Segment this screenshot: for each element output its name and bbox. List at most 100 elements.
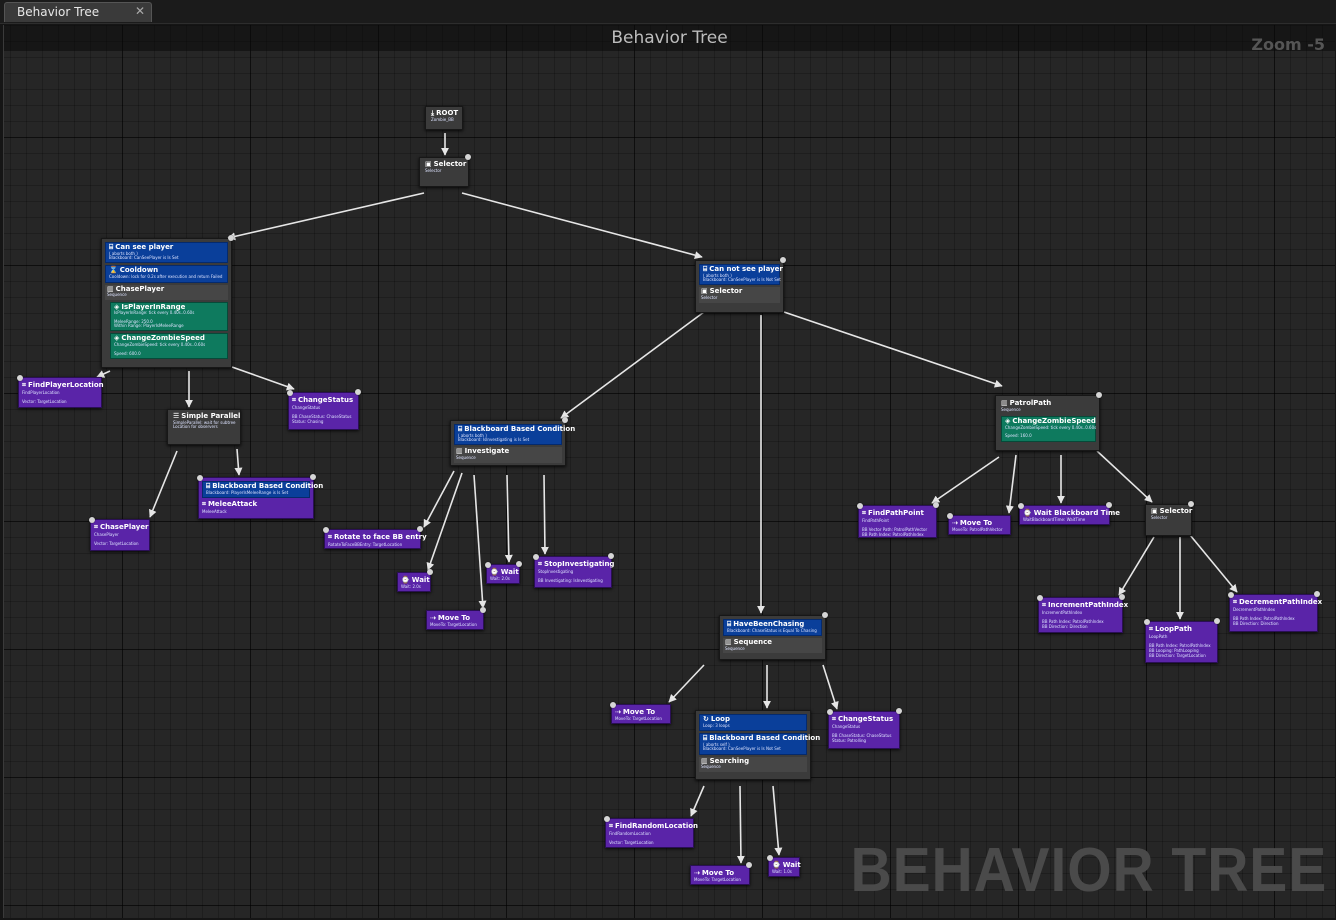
selector-main-title: Selector [433,160,467,168]
wire-invest-rotate [423,470,455,528]
task-icon: ⌗ [328,533,332,541]
wire-pselector-dec [1189,534,1238,593]
is-player-in-range-service[interactable]: ◈IsPlayerInRange IsPlayerInRange: tick e… [110,301,228,332]
task-icon: ⌗ [609,822,613,830]
patrol-path-sequence-node[interactable]: ▥PatrolPath Sequence ◈ChangeZombieSpeed … [995,392,1102,451]
graph-canvas[interactable]: Behavior Tree Zoom -5 BEHAVIOR TREE [3,25,1335,918]
selector-node-patrol[interactable]: ▣Selector Selector [1145,501,1194,536]
wire-search-moveto4 [736,785,745,864]
graph-header: Behavior Tree [4,25,1335,51]
loop-path-task[interactable]: ⌗LoopPath LoopPath BB Path Index: Patrol… [1144,618,1220,663]
chase-player-sequence-node[interactable]: ⌸Can see player ( aborts both ) Blackboa… [101,235,234,368]
investigate-sequence-node[interactable]: ⌸Blackboard Based Condition ( aborts bot… [450,417,575,466]
increment-path-index-task[interactable]: ⌗IncrementPathIndex IncrementPathIndex B… [1037,594,1128,633]
selector-node-main[interactable]: ▣Selector Selector [419,154,471,187]
task-icon: ⌗ [1149,625,1153,633]
loop-icon: ↻ [703,715,709,723]
wait-task-3[interactable]: ⌚Wait Wait: 1.0s [767,855,801,877]
searching-condition-decorator[interactable]: ⌸Blackboard Based Condition ( aborts sel… [699,733,820,755]
close-icon[interactable]: ✕ [134,4,145,18]
change-status-task-chasing[interactable]: ⌗ChangeStatus ChangeStatus BB ChaseStatu… [287,389,361,430]
have-been-chasing-sequence-node[interactable]: ⌸HaveBeenChasing Blackboard: ChaseStatus… [719,612,828,660]
wire-search-findrandom [690,785,705,817]
cannot-see-player-decorator[interactable]: ⌸Can not see player ( aborts both ) Blac… [699,264,783,286]
zoom-level: Zoom -5 [1251,35,1325,54]
decorator-icon: ⌸ [458,425,463,433]
chase-player-task[interactable]: ⌗ChasePlayer ChasePlayer Vector: TargetL… [89,517,150,551]
can-see-player-decorator[interactable]: ⌸Can see player ( aborts both ) Blackboa… [105,242,228,264]
melee-range-decorator[interactable]: ⌸Blackboard Based Condition Blackboard: … [202,481,323,499]
wire-invest-wait1 [426,472,463,571]
move-to-task-1[interactable]: ⇢Move To MoveTo: TargetLocation [426,607,486,630]
wire-selector-cansee [227,192,425,241]
move-to-icon: ⇢ [615,708,621,716]
task-icon: ⌗ [1233,598,1237,606]
move-to-task-4[interactable]: ⇢Move To MoveTo: TargetLocation [690,862,752,885]
decorator-icon: ⌸ [109,243,114,251]
move-to-icon: ⇢ [430,614,436,622]
sequence-icon: ▥ [107,284,114,293]
root-title: ROOT [436,109,459,117]
wire-cannot-investigate [560,311,705,419]
service-icon: ◈ [114,302,120,311]
wire-invest-stop [540,474,549,555]
wire-chase-status [231,366,295,391]
have-been-chasing-decorator[interactable]: ⌸HaveBeenChasing Blackboard: ChaseStatus… [723,619,822,637]
wire-hbc-status2 [822,664,839,710]
task-icon: ⌗ [202,500,206,509]
chase-player-composite[interactable]: ▥ChasePlayer Sequence [105,284,228,300]
task-icon: ⌗ [292,396,296,404]
rotate-to-face-bb-entry-task[interactable]: ⌗Rotate to face BB entry RotateToFaceBBE… [323,526,427,549]
tab-title: Behavior Tree [17,5,100,19]
decorator-icon: ⌸ [206,482,211,490]
task-icon: ⌗ [1042,601,1046,609]
sequence-icon: ▥ [725,638,732,647]
move-to-task-2[interactable]: ⇢Move To MoveTo: PatrolPathVector [947,513,1011,535]
move-to-task-3[interactable]: ⇢Move To MoveTo: TargetLocation [610,702,671,724]
wire-patrol-selector [1096,450,1153,503]
decorator-icon: ⌸ [703,265,708,273]
find-player-location-task[interactable]: ⌗FindPlayerLocation FindPlayerLocation V… [17,375,104,408]
wire-pselector-inc [1118,536,1155,596]
searching-sequence-node[interactable]: ↻Loop Loop: 3 loops ⌸Blackboard Based Co… [695,710,820,780]
graph-title: Behavior Tree [611,28,728,48]
wait-icon: ⌚ [772,861,781,869]
investigating-decorator[interactable]: ⌸Blackboard Based Condition ( aborts bot… [454,424,575,446]
wire-patrol-findpoint [931,456,1000,504]
root-icon: ⤓ [431,109,435,117]
sequence-icon: ▥ [701,756,708,765]
wire-search-wait3 [772,785,783,856]
melee-attack-task[interactable]: ⌸Blackboard Based Condition Blackboard: … [197,474,323,519]
move-to-icon: ⇢ [694,869,700,877]
wait-task-1[interactable]: ⌚Wait Wait: 2.0s [397,569,433,592]
decorator-icon: ⌸ [727,620,732,628]
patrol-change-zombie-speed-service[interactable]: ◈ChangeZombieSpeed ChangeZombieSpeed: ti… [1001,416,1096,442]
decrement-path-index-task[interactable]: ⌗DecrementPathIndex DecrementPathIndex B… [1228,591,1322,632]
task-icon: ⌗ [94,523,98,531]
wire-parallel-melee [234,448,243,476]
wait-task-2[interactable]: ⌚Wait Wait: 2.0s [485,561,522,584]
cannot-see-player-selector-node[interactable]: ⌸Can not see player ( aborts both ) Blac… [695,257,786,313]
wait-icon: ⌚ [490,568,499,576]
change-status-task-patrolling[interactable]: ⌗ChangeStatus ChangeStatus BB ChaseStatu… [827,708,902,749]
wire-patrol-moveto2 [1005,454,1017,514]
service-icon: ◈ [114,334,120,343]
tab-bar: Behavior Tree ✕ [0,0,1336,24]
root-subtitle: Zombie_BB [431,116,454,122]
wire-hbc-moveto3 [668,664,705,703]
wait-blackboard-time-task[interactable]: ⌚Wait Blackboard Time WaitBlackboardTime… [1018,502,1120,525]
loop-decorator[interactable]: ↻Loop Loop: 3 loops [699,714,807,732]
tab-behavior-tree[interactable]: Behavior Tree ✕ [4,2,152,22]
service-icon: ◈ [1005,417,1011,426]
move-to-icon: ⇢ [952,519,958,527]
root-node[interactable]: ⤓ROOT Zombie_BB [425,106,463,130]
find-random-location-task[interactable]: ⌗FindRandomLocation FindRandomLocation V… [604,816,698,848]
change-zombie-speed-service[interactable]: ◈ChangeZombieSpeed ChangeZombieSpeed: ti… [110,333,228,359]
stop-investigating-task[interactable]: ⌗StopInvestigating StopInvestigating BB … [533,553,614,588]
wire-invest-moveto1 [473,474,487,609]
simple-parallel-node[interactable]: ☰Simple Parallel SimpleParallel: wait fo… [167,409,241,445]
find-path-point-task[interactable]: ⌗FindPathPoint FindPathPoint BB Vector P… [857,502,939,538]
selector-icon: ▣ [701,287,708,296]
cooldown-decorator[interactable]: ⌛Cooldown Cooldown: lock for 0.2s after … [105,265,228,283]
cooldown-icon: ⌛ [109,266,118,275]
